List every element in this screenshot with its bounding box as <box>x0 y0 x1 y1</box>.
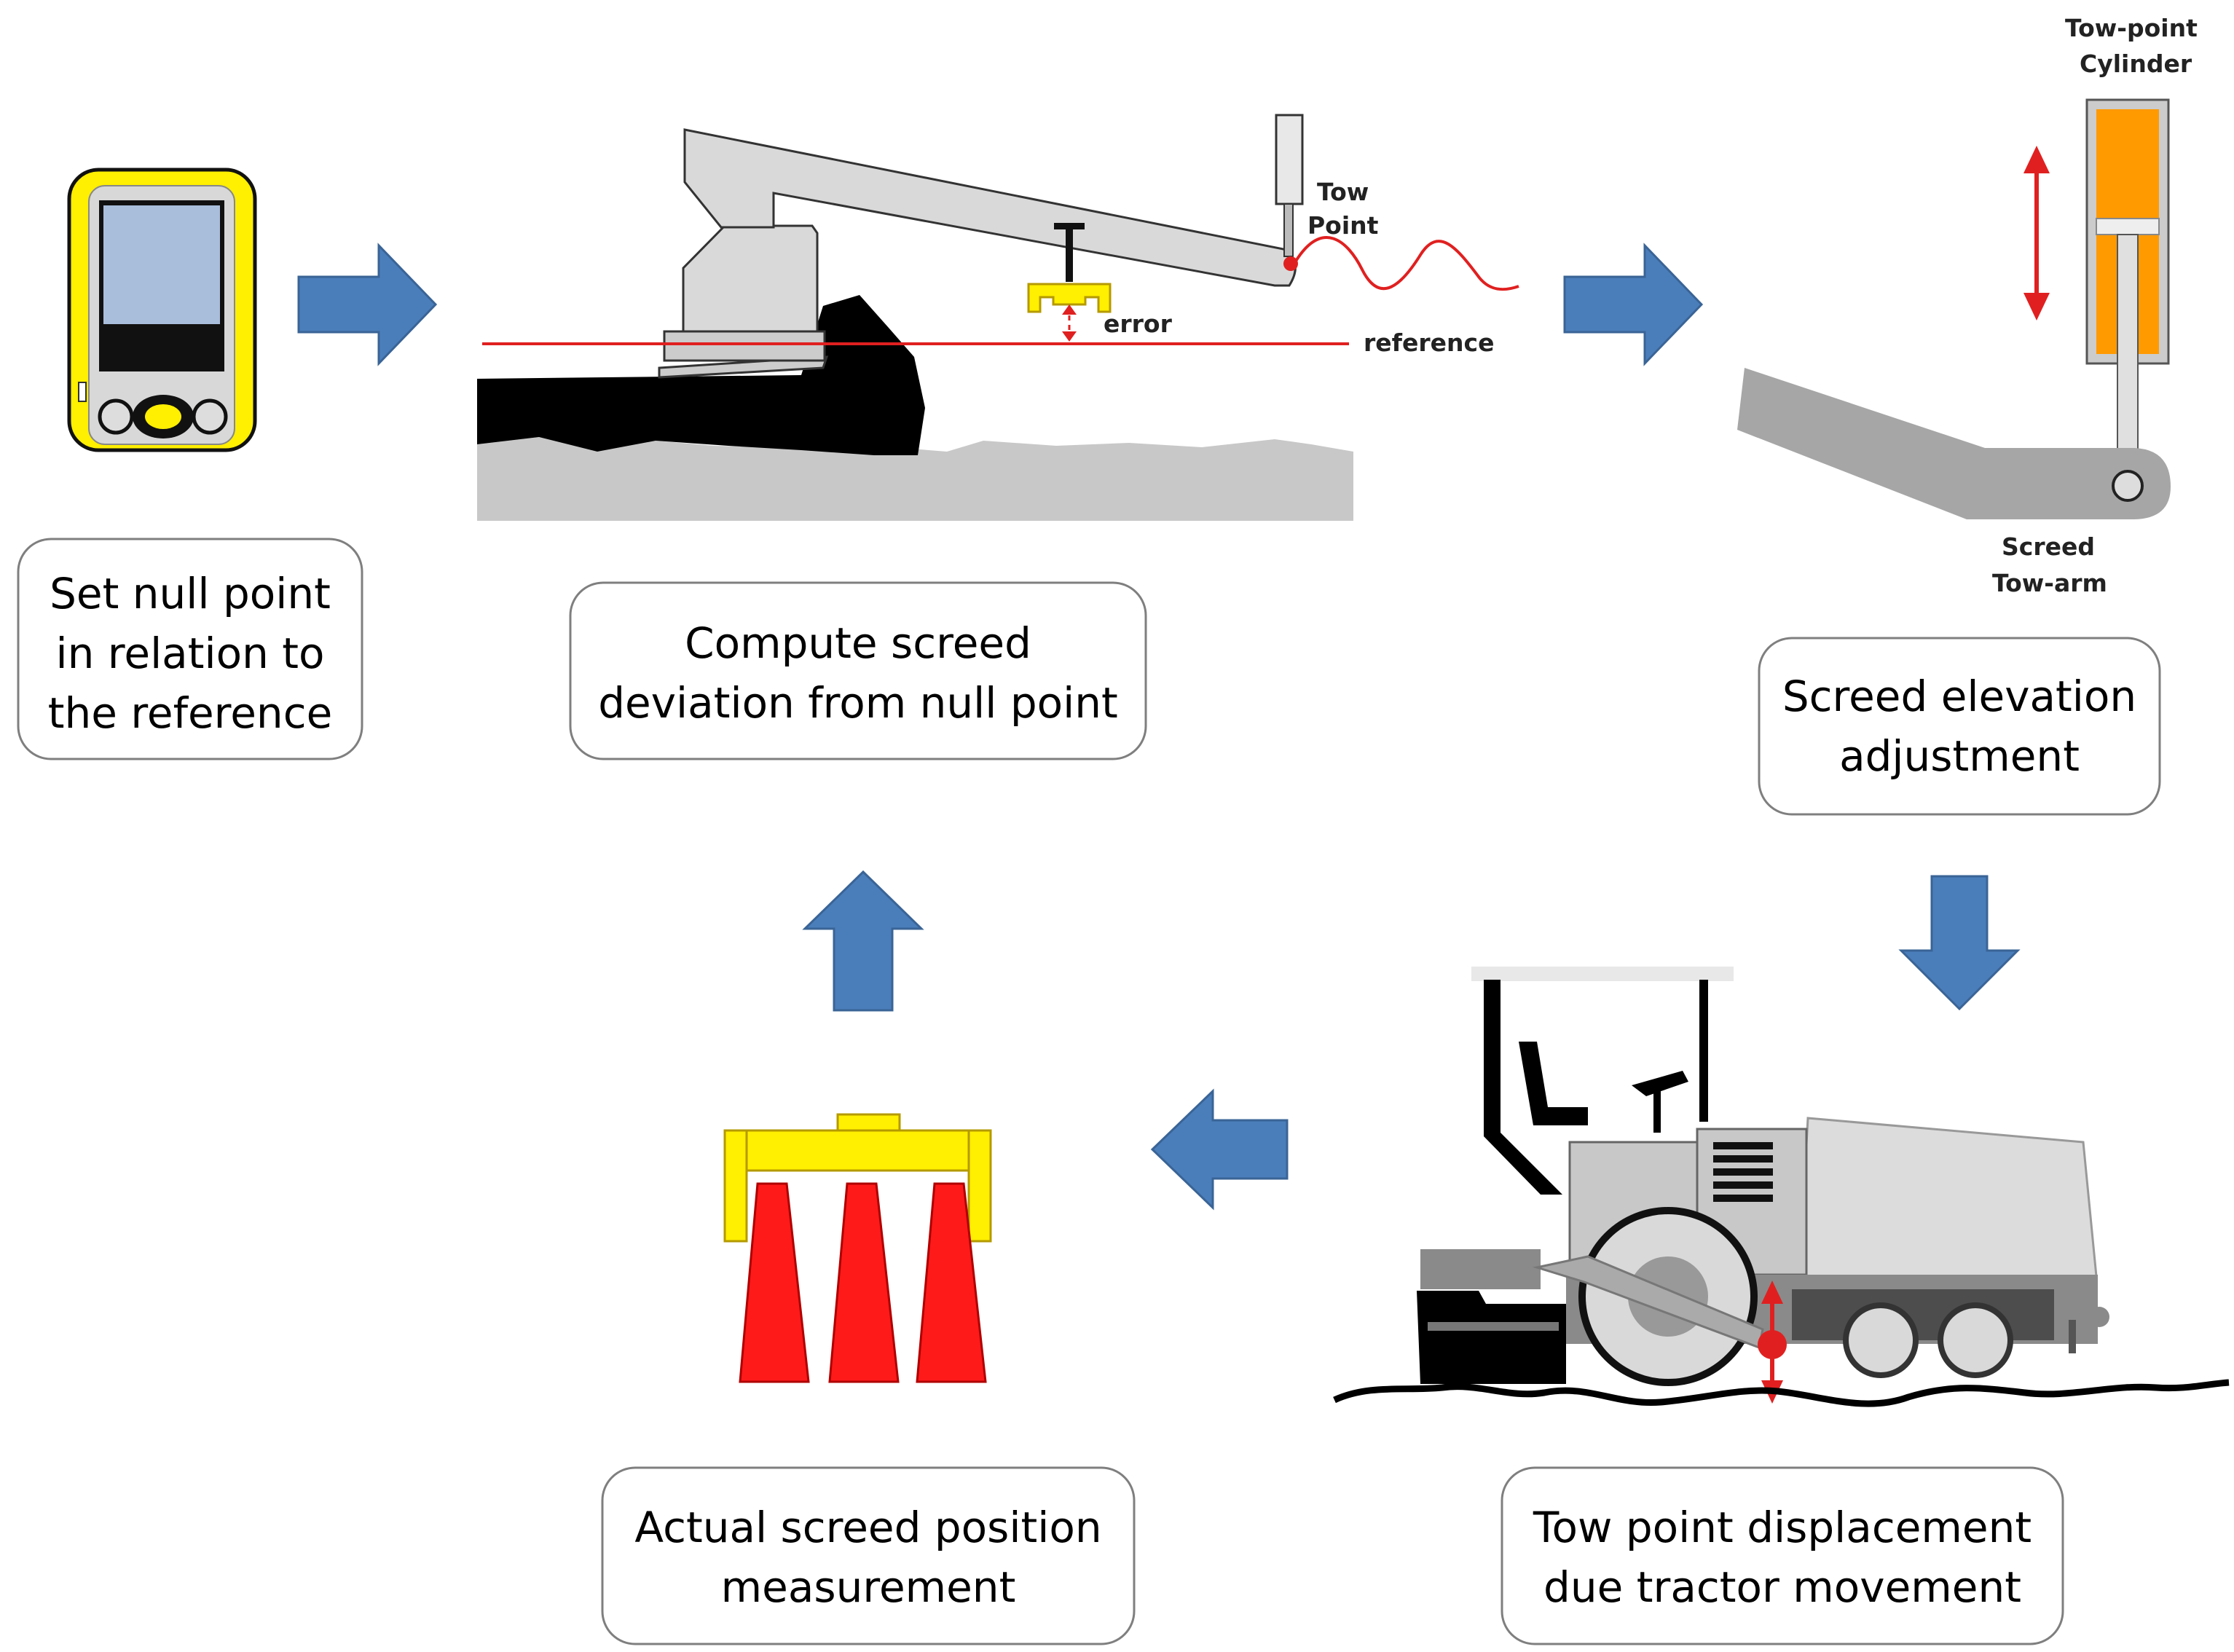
label-tow-point-line-1: Tow <box>1317 178 1369 206</box>
arrow-up <box>802 870 924 1012</box>
screed-schematic: Tow Point error reference <box>477 114 1519 521</box>
box-null-point-line-2: in relation to <box>56 629 325 678</box>
arrow-down <box>1898 875 2021 1011</box>
box-displacement-line-1: Tow point displacement <box>1533 1503 2032 1552</box>
label-screed-tow-arm-line-1: Screed <box>2002 532 2095 561</box>
box-displacement-line-2: due tractor movement <box>1543 1562 2021 1612</box>
asphalt-paver-icon <box>1333 967 2230 1407</box>
ultrasonic-sensor-icon <box>723 1113 992 1383</box>
label-screed-tow-arm-line-2: Tow-arm <box>1992 569 2107 597</box>
arrow-right-2 <box>1563 243 1704 366</box>
box-compute: Compute screed deviation from null point <box>569 581 1147 760</box>
hydraulic-cylinder-icon: Tow-point Cylinder Screed Tow-arm <box>1737 14 2198 597</box>
label-error: error <box>1104 310 1173 338</box>
box-compute-line-1: Compute screed <box>685 618 1031 668</box>
box-elevation-line-2: adjustment <box>1839 731 2080 781</box>
label-cylinder-line-1: Tow-point <box>2065 14 2198 42</box>
box-compute-line-2: deviation from null point <box>598 678 1118 728</box>
box-displacement: Tow point displacement due tractor movem… <box>1501 1466 2064 1645</box>
handheld-controller-icon <box>67 168 257 452</box>
box-elevation: Screed elevation adjustment <box>1758 637 2161 816</box>
box-elevation-line-1: Screed elevation <box>1782 672 2136 721</box>
label-cylinder-line-2: Cylinder <box>2080 50 2192 78</box>
box-null-point: Set null point in relation to the refere… <box>17 538 363 760</box>
arrow-right-1 <box>297 243 438 366</box>
label-tow-point-line-2: Point <box>1307 211 1379 240</box>
box-null-point-line-3: the reference <box>48 688 333 738</box>
arrow-left <box>1150 1088 1289 1211</box>
box-null-point-line-1: Set null point <box>50 569 331 618</box>
label-reference: reference <box>1364 329 1495 357</box>
box-measurement-line-1: Actual screed position <box>634 1503 1101 1552</box>
box-measurement-line-2: measurement <box>721 1562 1016 1612</box>
box-measurement: Actual screed position measurement <box>601 1466 1136 1645</box>
